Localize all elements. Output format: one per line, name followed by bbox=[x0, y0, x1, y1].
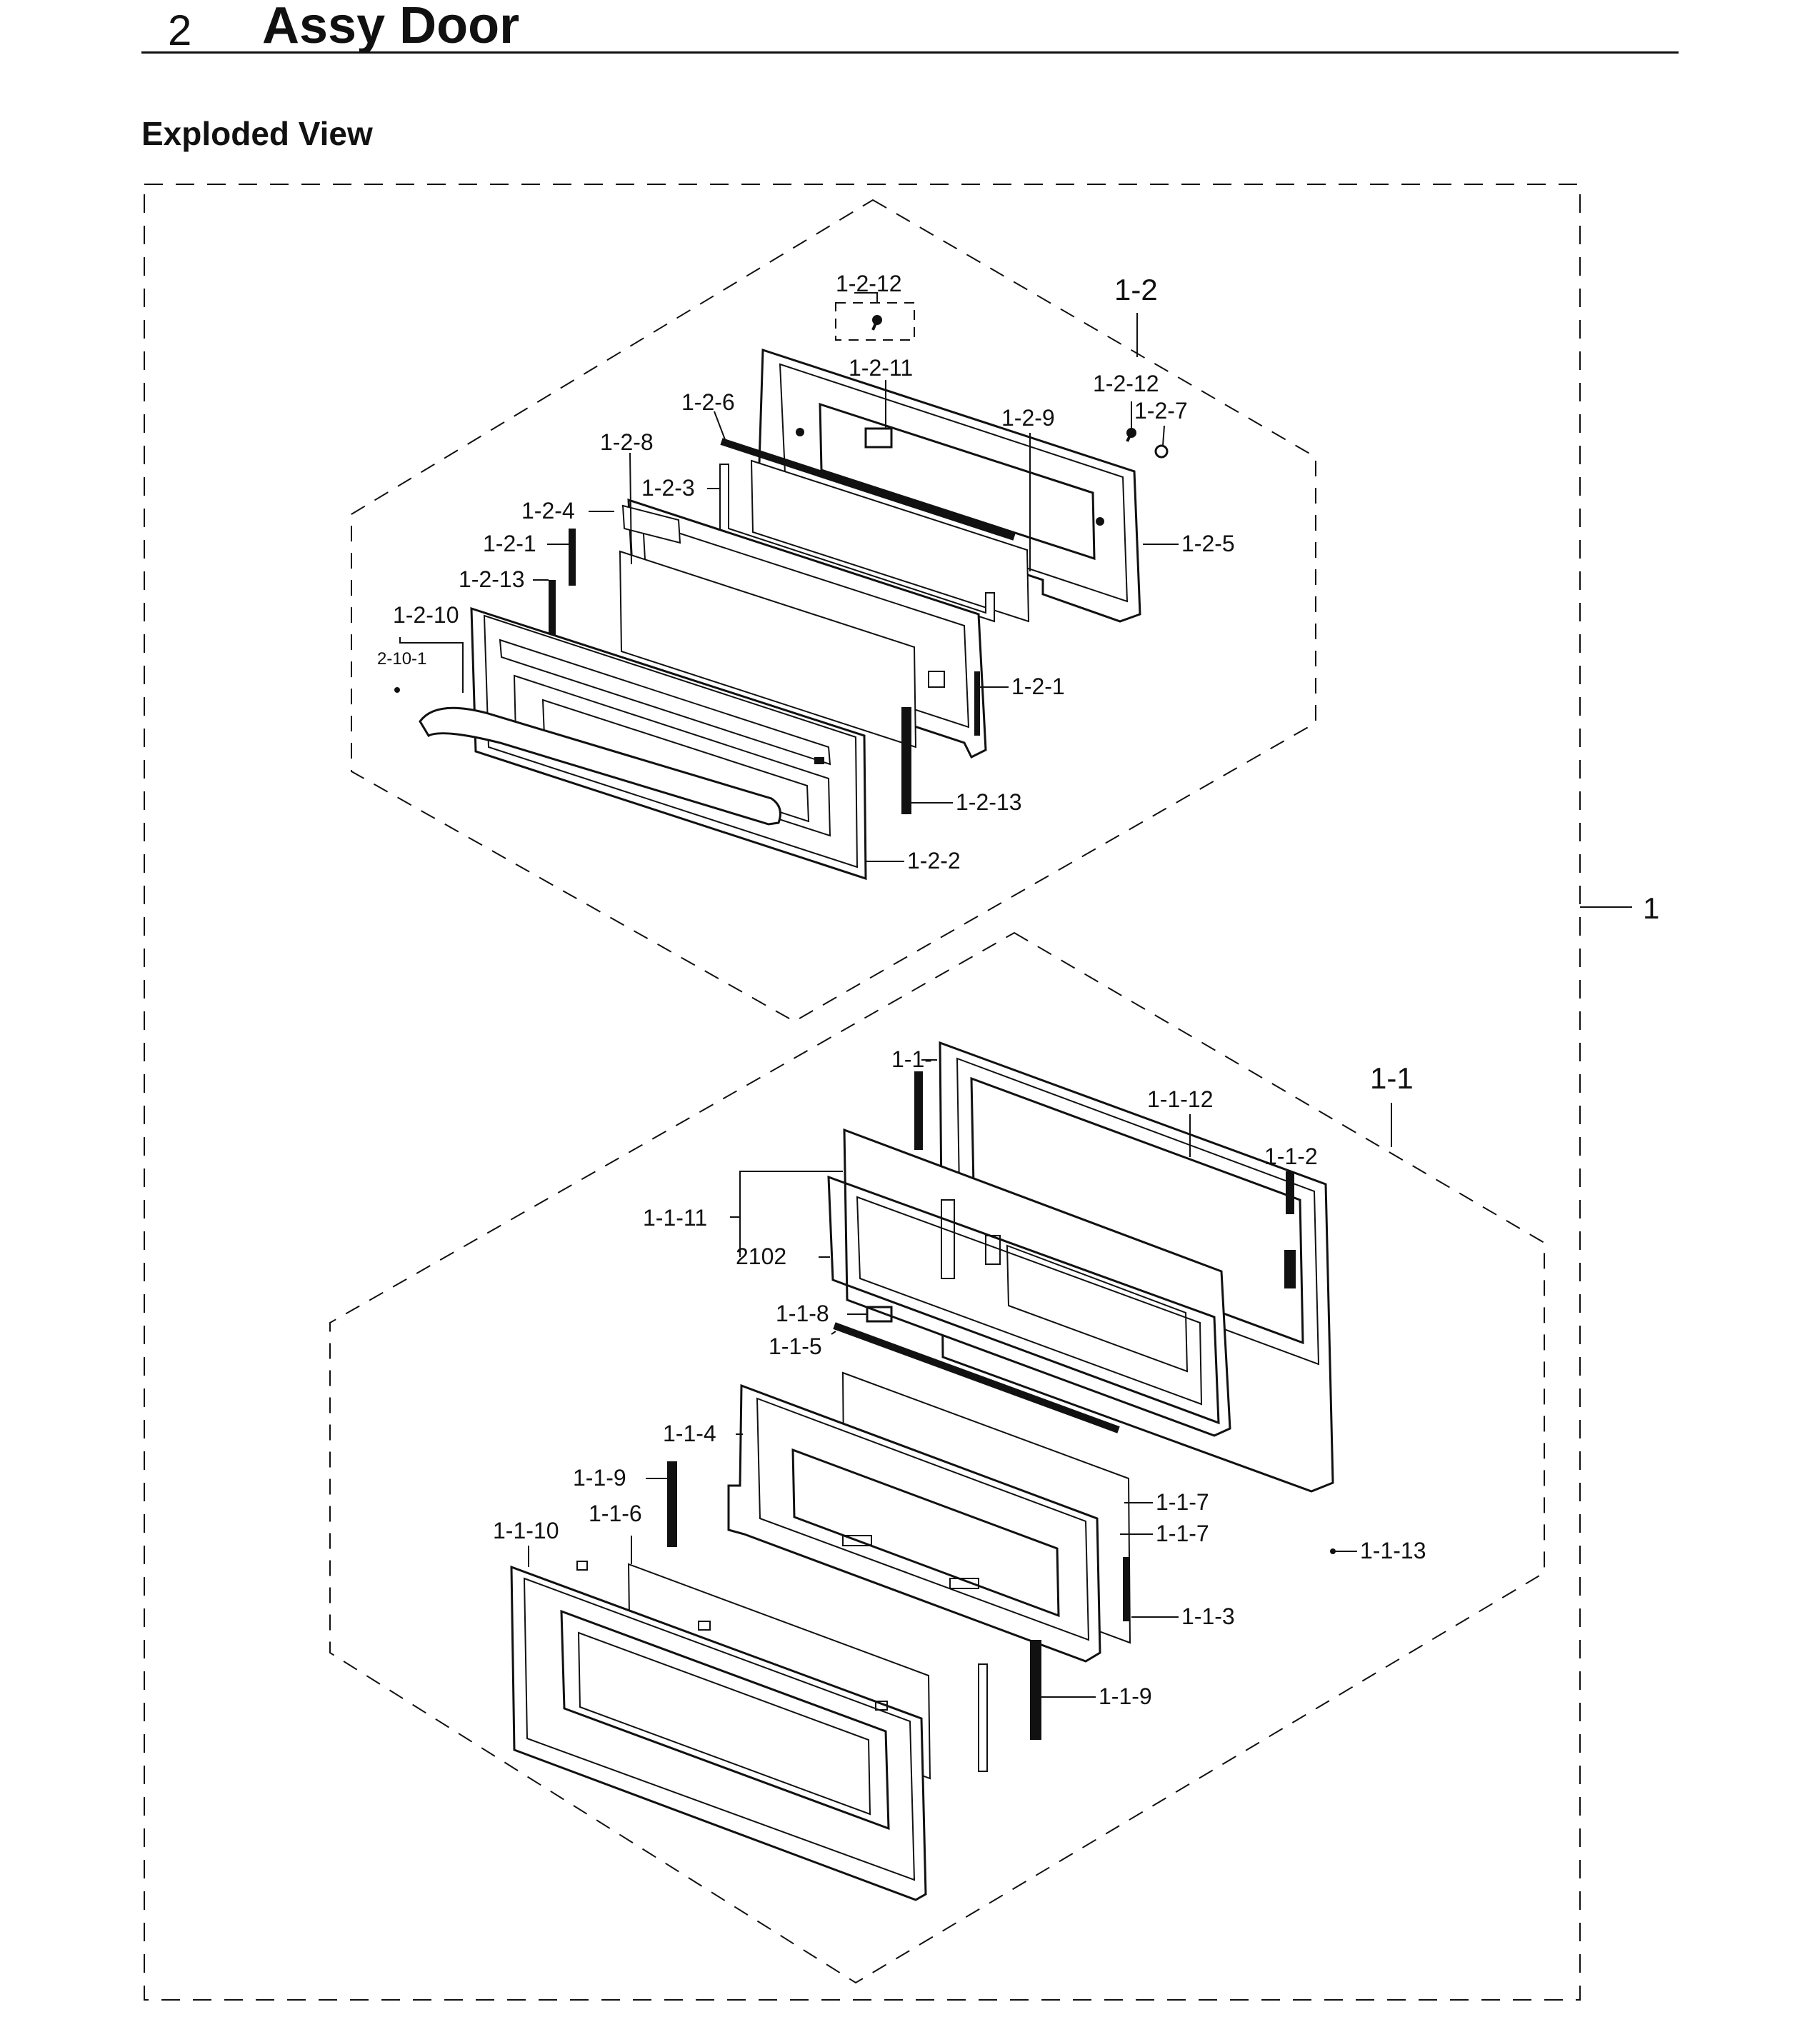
glass-panel-1-2-9 bbox=[750, 459, 1030, 623]
callout-assembly: 1 bbox=[1643, 891, 1659, 925]
callout-1-1-7-a: 1-1-7 bbox=[1156, 1489, 1209, 1515]
callout-1-1-top: 1-1- bbox=[891, 1046, 932, 1072]
seal-strip-1-2-6 bbox=[720, 438, 1016, 541]
hinge-1-1-top bbox=[914, 1071, 923, 1150]
callout-1-1-6: 1-1-6 bbox=[589, 1501, 642, 1526]
callout-1-1-7-b: 1-1-7 bbox=[1156, 1521, 1209, 1546]
callout-1-2-11: 1-2-11 bbox=[849, 355, 913, 381]
callout-1-1-12: 1-1-12 bbox=[1147, 1086, 1214, 1112]
callout-1-2-10: 1-2-10 bbox=[393, 602, 459, 628]
pin-2-10-1 bbox=[394, 687, 400, 693]
glass-panel-1-2-4 bbox=[621, 504, 681, 544]
callout-1-1-9-right: 1-1-9 bbox=[1099, 1683, 1152, 1709]
hinge-right-1-2-13 bbox=[901, 707, 911, 814]
callout-1-2-13-right: 1-2-13 bbox=[956, 789, 1022, 815]
callout-upper-assembly: 1-2 bbox=[1114, 273, 1158, 306]
callout-1-2-3: 1-2-3 bbox=[641, 475, 695, 501]
title-rule bbox=[141, 51, 1679, 54]
callout-1-2-1-left: 1-2-1 bbox=[483, 531, 536, 556]
inner-glass bbox=[619, 550, 917, 749]
callout-1-1-4: 1-1-4 bbox=[663, 1421, 716, 1446]
callout-1-2-6: 1-2-6 bbox=[681, 389, 735, 415]
callout-1-1-8: 1-1-8 bbox=[776, 1301, 829, 1326]
callout-1-2-7: 1-2-7 bbox=[1134, 398, 1188, 424]
section-number: 2 bbox=[168, 6, 192, 54]
upper-leader-lines bbox=[399, 292, 1179, 862]
hinge-left-1-2-13 bbox=[549, 580, 556, 636]
view-subtitle: Exploded View bbox=[141, 115, 373, 152]
callout-1-2-8: 1-2-8 bbox=[600, 429, 654, 455]
screw-1-2-12-top bbox=[835, 302, 915, 341]
callout-1-2-12-right: 1-2-12 bbox=[1093, 371, 1159, 396]
screw-1-2-12-right bbox=[1126, 428, 1136, 442]
section-title: Assy Door bbox=[262, 0, 520, 54]
hinge-right-1-1-9 bbox=[1030, 1640, 1041, 1740]
callout-1-2-1-right: 1-2-1 bbox=[1011, 674, 1065, 699]
callout-1-2-2: 1-2-2 bbox=[907, 848, 961, 874]
assembly-boundary-frame bbox=[144, 184, 1581, 2001]
callout-lower-assembly: 1-1 bbox=[1370, 1061, 1414, 1095]
hinge-left-1-2-1 bbox=[569, 529, 576, 586]
upper-door-assembly: 1-2 bbox=[351, 199, 1316, 1023]
callout-1-2-12-top: 1-2-12 bbox=[836, 271, 902, 296]
inner-frame-1-1-11 bbox=[827, 1128, 1231, 1437]
hinge-left-1-1-9 bbox=[667, 1461, 677, 1547]
callout-1-1-11: 1-1-11 bbox=[643, 1205, 707, 1231]
callout-1-2-9: 1-2-9 bbox=[1001, 405, 1055, 431]
callout-1-1-5: 1-1-5 bbox=[769, 1333, 822, 1359]
callout-1-2-4: 1-2-4 bbox=[521, 498, 575, 524]
lower-leader-lines bbox=[528, 1059, 1357, 1698]
door-handle-1-2-10 bbox=[419, 706, 781, 826]
upper-assembly-boundary bbox=[351, 199, 1316, 1023]
callout-2102: 2102 bbox=[736, 1243, 786, 1269]
bracket-lower-right bbox=[978, 1663, 988, 1772]
callout-1-1-13: 1-1-13 bbox=[1360, 1538, 1426, 1563]
lower-door-assembly: 1-1 bbox=[329, 931, 1545, 1984]
callout-1-1-9-left: 1-1-9 bbox=[573, 1465, 626, 1491]
callout-1-1-2: 1-1-2 bbox=[1264, 1143, 1318, 1169]
lower-front-panel bbox=[510, 1561, 927, 1901]
seal-strip-1-1-5 bbox=[833, 1322, 1120, 1433]
clip-1-2-7 bbox=[1154, 444, 1169, 459]
inner-frame-1-1-4 bbox=[727, 1383, 1101, 1663]
hinge-1-1-3 bbox=[1123, 1557, 1130, 1621]
callout-1-1-3: 1-1-3 bbox=[1181, 1603, 1235, 1629]
callout-1-1-10: 1-1-10 bbox=[493, 1518, 559, 1543]
hinge-1-1-2 bbox=[1286, 1171, 1294, 1214]
callout-2-10-1: 2-10-1 bbox=[377, 649, 426, 669]
lower-assembly-boundary bbox=[329, 931, 1545, 1984]
callout-1-2-13-left: 1-2-13 bbox=[459, 566, 525, 592]
hinge-right-1-2-1 bbox=[974, 671, 980, 736]
page-header: 2 Assy Door Exploded View bbox=[0, 0, 1820, 152]
callout-1-2-5: 1-2-5 bbox=[1181, 531, 1235, 556]
